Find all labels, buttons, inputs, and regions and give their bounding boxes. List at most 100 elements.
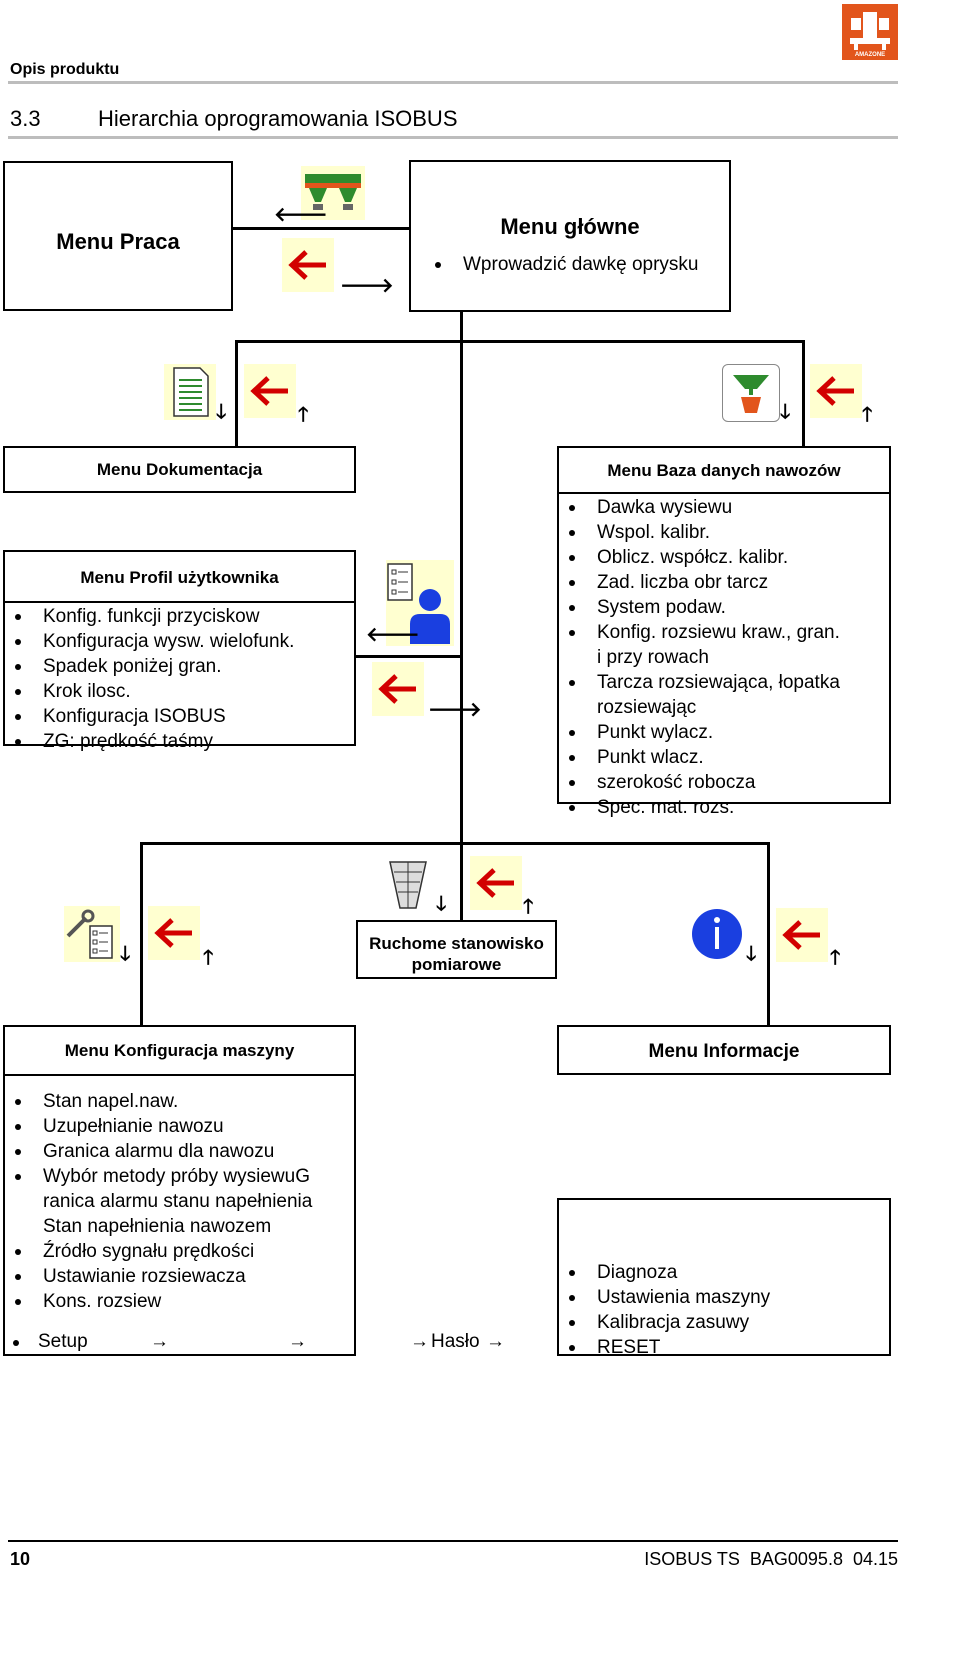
list-item[interactable]: Kalibracja zasuwy: [559, 1310, 770, 1335]
list-item[interactable]: Konfig. rozsiewu kraw., gran. i przy row…: [559, 620, 847, 670]
info-icon[interactable]: [690, 906, 744, 962]
divider: [5, 1074, 354, 1076]
list-item[interactable]: Punkt wlacz.: [559, 745, 859, 770]
arrow-down-icon: 🡓: [216, 401, 227, 423]
section-label: Opis produktu: [10, 61, 120, 78]
divider: [559, 492, 889, 494]
menu-konfiguracja-box: Menu Konfiguracja maszyny Stan napel.naw…: [3, 1025, 356, 1356]
list-item[interactable]: Spec. mat. rozs.: [559, 795, 859, 820]
list-item[interactable]: Tarcza rozsiewająca, łopatka rozsiewając: [559, 670, 867, 720]
arrow-down-icon: 🡓: [436, 893, 447, 915]
haslo-arrow-left: →: [410, 1331, 429, 1352]
brand-logo: AMAZONE: [842, 4, 898, 60]
connector-line: [235, 340, 238, 446]
list-item[interactable]: ZG: prędkość taśmy: [5, 729, 294, 754]
user-profile-icon[interactable]: [386, 560, 454, 646]
ruchome-box: Ruchome stanowisko pomiarowe: [356, 920, 557, 979]
menu-glowne-title: Menu główne: [500, 214, 640, 239]
connector-line: [767, 842, 770, 1025]
divider: [5, 601, 354, 603]
list-item[interactable]: Konfiguracja wysw. wielofunk.: [5, 629, 294, 654]
menu-dokumentacja-title: Menu Dokumentacja: [96, 460, 263, 479]
arrow-down-icon: 🡓: [120, 943, 131, 965]
header-rule: [8, 81, 898, 84]
test-tray-icon[interactable]: [386, 856, 430, 912]
menu-konfiguracja-title: Menu Konfiguracja maszyny: [64, 1041, 295, 1060]
list-item[interactable]: Źródło sygnału prędkości: [5, 1239, 305, 1264]
menu-glowne-list: Wprowadzić dawkę oprysku: [425, 252, 698, 277]
menu-informacje-title-box: Menu Informacje: [557, 1025, 891, 1075]
arrow-up-icon: 🡑: [830, 947, 841, 969]
arrow-left-icon: 🡐: [274, 204, 328, 226]
menu-baza-list: Dawka wysiewu Wspol. kalibr. Oblicz. wsp…: [559, 495, 859, 820]
list-item[interactable]: Zad. liczba obr tarcz: [559, 570, 859, 595]
setup-arrow-1: →: [150, 1331, 169, 1352]
list-item[interactable]: Spadek poniżej gran.: [5, 654, 294, 679]
list-item[interactable]: RESET: [559, 1335, 770, 1360]
list-item[interactable]: Punkt wylacz.: [559, 720, 859, 745]
back-arrow-icon[interactable]: [776, 908, 828, 962]
arrow-right-icon: 🡒: [428, 699, 482, 721]
list-item[interactable]: Konfiguracja ISOBUS: [5, 704, 294, 729]
back-arrow-icon[interactable]: [810, 364, 862, 418]
menu-praca-box: Menu Praca: [3, 161, 233, 311]
arrow-up-icon: 🡑: [523, 896, 534, 918]
list-item[interactable]: Dawka wysiewu: [559, 495, 859, 520]
connector-line: [140, 842, 770, 845]
list-item[interactable]: Kons. rozsiew: [5, 1289, 305, 1314]
list-item[interactable]: Granica alarmu dla nawozu: [5, 1139, 305, 1164]
arrow-down-icon: 🡓: [780, 401, 791, 423]
list-item[interactable]: Diagnoza: [559, 1260, 770, 1285]
menu-praca-title: Menu Praca: [56, 229, 180, 254]
menu-informacje-title: Menu Informacje: [648, 1041, 800, 1062]
arrow-up-icon: 🡑: [298, 404, 309, 426]
doc-reference: ISOBUS TS BAG0095.8 04.15: [644, 1549, 898, 1569]
footer-rule: [8, 1540, 898, 1542]
fertilizer-database-icon[interactable]: [722, 364, 780, 422]
list-item[interactable]: Ustawienia maszyny: [559, 1285, 770, 1310]
list-item[interactable]: System podaw.: [559, 595, 859, 620]
list-item[interactable]: Ustawianie rozsiewacza: [5, 1264, 305, 1289]
document-icon[interactable]: [164, 364, 216, 420]
setup-label[interactable]: Setup: [38, 1331, 88, 1352]
menu-informacje-list: Diagnoza Ustawienia maszyny Kalibracja z…: [559, 1260, 770, 1360]
page-number: 10: [10, 1549, 31, 1569]
connector-line: [354, 655, 460, 658]
arrow-down-icon: 🡓: [746, 943, 757, 965]
connector-line: [232, 227, 409, 230]
menu-dokumentacja-box: Menu Dokumentacja: [3, 446, 356, 493]
menu-profil-box: Menu Profil użytkownika Konfig. funkcji …: [3, 550, 356, 752]
setup-arrow-2: →: [288, 1331, 307, 1352]
haslo-label[interactable]: Hasło: [431, 1331, 480, 1352]
back-arrow-icon[interactable]: [470, 856, 522, 910]
back-arrow-icon[interactable]: [148, 906, 200, 960]
back-arrow-icon[interactable]: [244, 364, 296, 418]
ruchome-line1: Ruchome stanowisko: [369, 934, 544, 953]
list-item[interactable]: Wspol. kalibr.: [559, 520, 859, 545]
ruchome-line2: pomiarowe: [411, 955, 502, 974]
list-item[interactable]: szerokość robocza: [559, 770, 859, 795]
list-item[interactable]: Konfig. funkcji przyciskow: [5, 604, 294, 629]
spreader-icon[interactable]: [301, 166, 365, 220]
menu-konfiguracja-list: Stan napel.naw. Uzupełnianie nawozu Gran…: [5, 1089, 312, 1314]
list-item[interactable]: Stan napel.naw.: [5, 1089, 305, 1114]
list-item[interactable]: Uzupełnianie nawozu: [5, 1114, 305, 1139]
list-item[interactable]: Oblicz. współcz. kalibr.: [559, 545, 859, 570]
menu-informacje-box: Diagnoza Ustawienia maszyny Kalibracja z…: [557, 1198, 891, 1358]
back-arrow-icon[interactable]: [372, 662, 424, 716]
page-title: Hierarchia oprogramowania ISOBUS: [98, 106, 458, 131]
arrow-up-icon: 🡑: [203, 947, 214, 969]
list-item[interactable]: Wybór metody próby wysiewuGranica alarmu…: [5, 1164, 313, 1239]
setup-bullet: [13, 1340, 19, 1346]
arrow-up-icon: 🡑: [862, 404, 873, 426]
machine-settings-icon[interactable]: [64, 906, 120, 962]
arrow-left-icon: 🡐: [366, 624, 420, 646]
list-item[interactable]: Wprowadzić dawkę oprysku: [425, 252, 698, 277]
list-item[interactable]: Krok ilosc.: [5, 679, 294, 704]
menu-profil-list: Konfig. funkcji przyciskow Konfiguracja …: [5, 604, 294, 754]
haslo-arrow-right: →: [486, 1331, 505, 1352]
connector-line: [460, 311, 463, 844]
menu-baza-box: Menu Baza danych nawozów Dawka wysiewu W…: [557, 446, 891, 818]
back-arrow-icon[interactable]: [282, 238, 334, 292]
menu-baza-title: Menu Baza danych nawozów: [607, 461, 841, 480]
